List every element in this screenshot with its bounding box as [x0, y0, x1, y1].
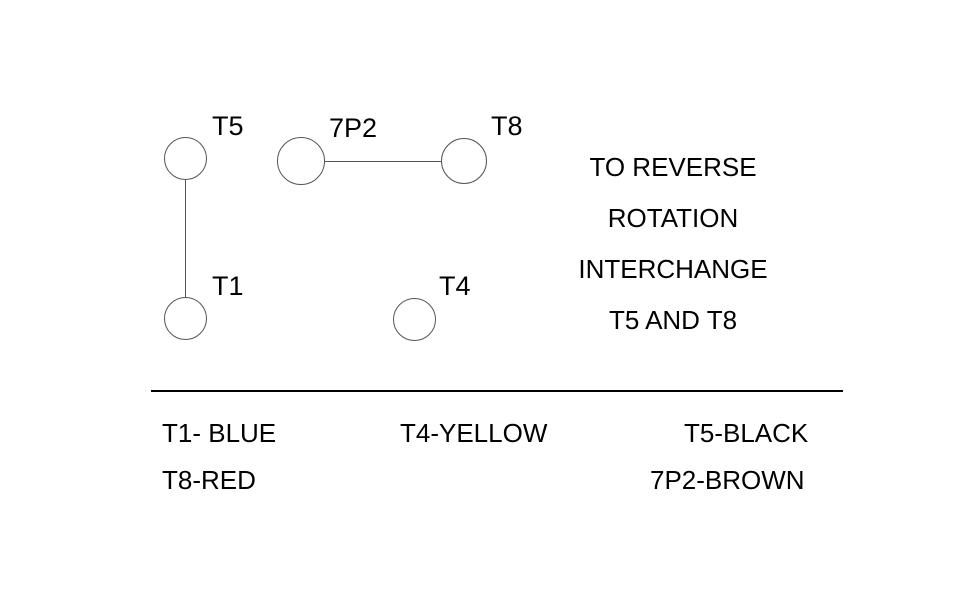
- connector-t5-t1: [185, 178, 186, 298]
- terminal-node-7p2[interactable]: [277, 137, 325, 185]
- legend-entry-7p2: 7P2-BROWN: [650, 465, 805, 495]
- node-label-t1: T1: [212, 271, 244, 301]
- instruction-line-4: T5 AND T8: [608, 305, 738, 335]
- connector-7p2-t8: [324, 161, 442, 162]
- terminal-node-t4[interactable]: [393, 298, 436, 341]
- node-label-t4: T4: [439, 271, 471, 301]
- instruction-line-2: ROTATION: [607, 203, 739, 233]
- legend-entry-t5: T5-BLACK: [684, 418, 809, 448]
- horizontal-divider: [151, 390, 843, 392]
- instruction-line-1: TO REVERSE: [589, 152, 757, 182]
- legend-entry-t8: T8-RED: [162, 465, 256, 495]
- terminal-node-t1[interactable]: [164, 297, 207, 340]
- node-label-t8: T8: [491, 111, 523, 141]
- node-label-t5: T5: [212, 111, 244, 141]
- legend-entry-t1: T1- BLUE: [162, 418, 277, 448]
- terminal-node-t8[interactable]: [441, 138, 487, 184]
- reverse-rotation-note: TO REVERSE ROTATION INTERCHANGE T5 AND T…: [528, 142, 818, 346]
- wire-color-legend: T1- BLUE T8-RED T4-YELLOW T5-BLACK 7P2-B…: [0, 415, 976, 525]
- terminal-node-t5[interactable]: [164, 137, 207, 180]
- legend-entry-t4: T4-YELLOW: [400, 418, 548, 448]
- instruction-line-3: INTERCHANGE: [578, 254, 768, 284]
- node-label-7p2: 7P2: [329, 113, 378, 143]
